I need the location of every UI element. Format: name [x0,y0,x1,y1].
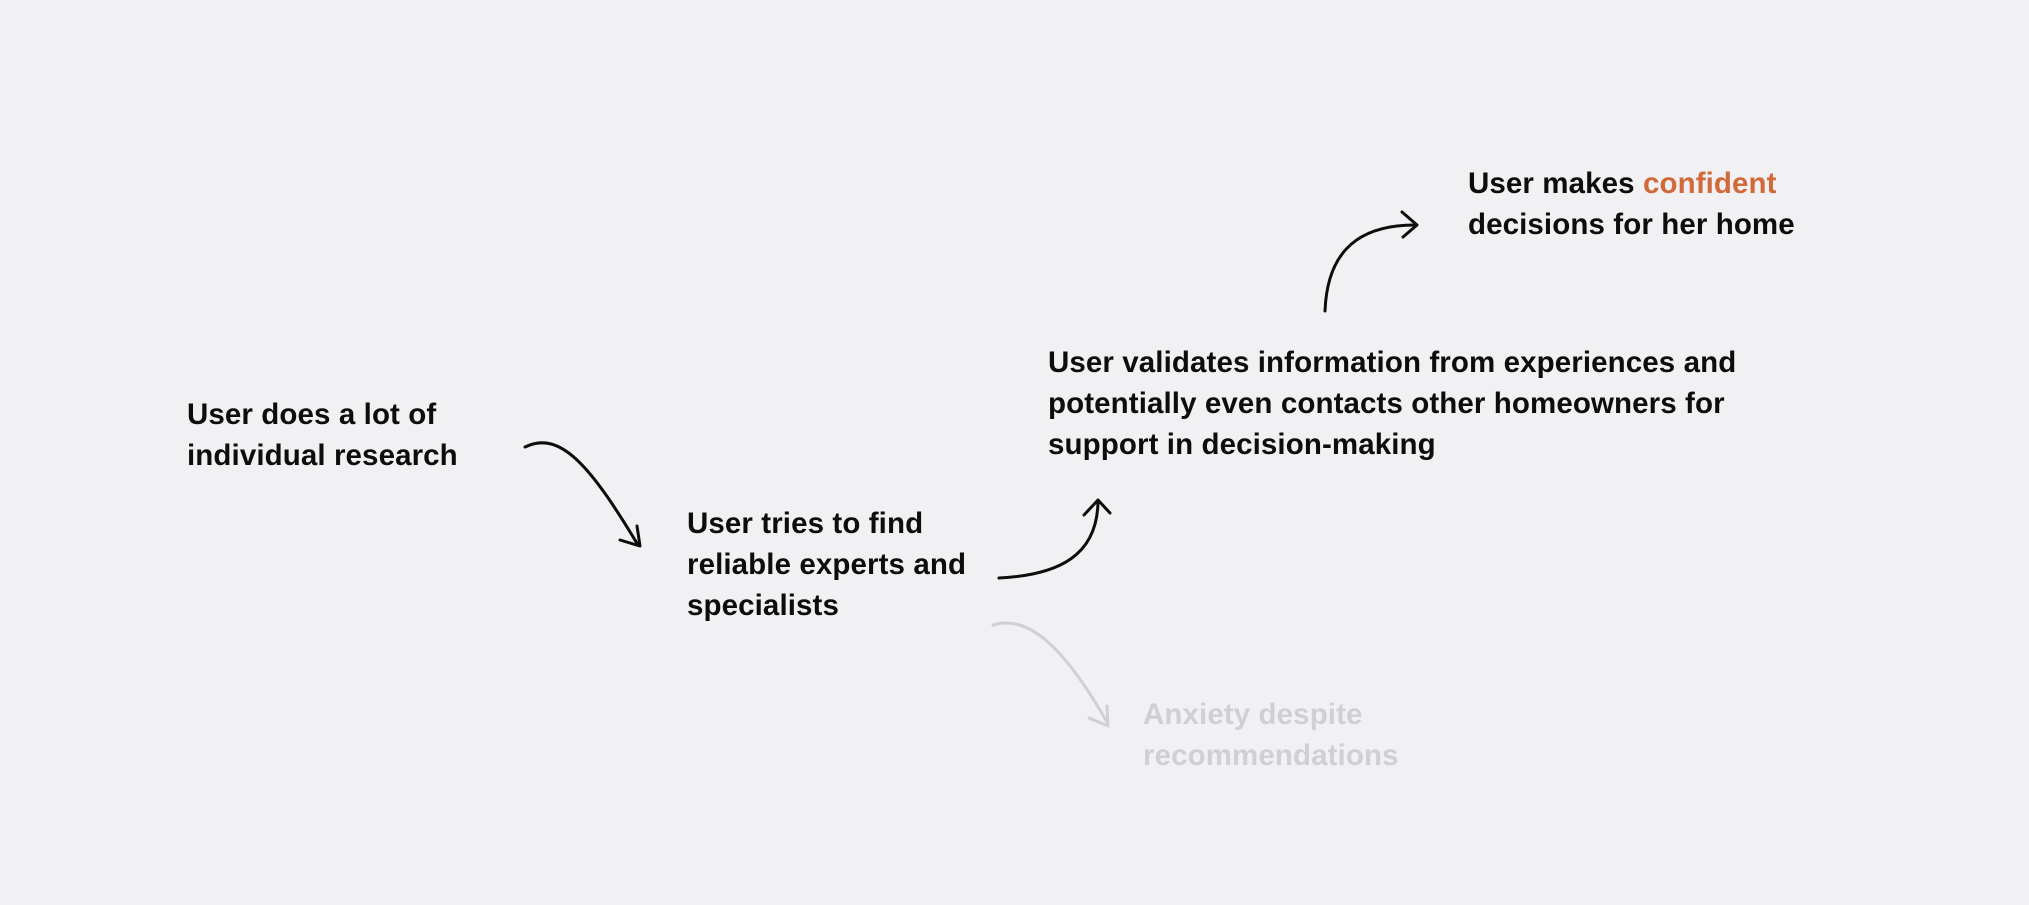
step-confident-prefix: User makes [1468,167,1643,200]
step-validate-line-2: potentially even contacts other homeowne… [1048,387,1725,420]
step-confident-line-2: decisions for her home [1468,208,1795,241]
confident-highlight: confident [1642,167,1777,200]
step-find-experts: User tries to find reliable experts and … [687,503,966,626]
step-validate-line-1: User validates information from experien… [1048,346,1737,379]
arrow-experts-to-validate [997,498,1112,580]
step-validate-information: User validates information from experien… [1048,342,1736,465]
arrow-validate-to-confident [1323,210,1419,313]
arrow-research-to-experts [523,441,642,548]
step-validate-line-3: support in decision-making [1048,428,1436,461]
step-confident-decisions: User makes confident decisions for her h… [1468,163,1795,245]
step-research-line-1: User does a lot of [187,398,437,431]
step-anxiety-line-1: Anxiety despite [1143,698,1363,731]
step-anxiety-outcome: Anxiety despite recommendations [1143,694,1399,776]
step-experts-line-2: reliable experts and [687,548,967,581]
step-experts-line-1: User tries to find [687,507,924,540]
step-confident-line-1: User makes confident [1468,163,1795,204]
step-individual-research: User does a lot of individual research [187,394,458,476]
step-research-line-2: individual research [187,439,458,472]
arrow-experts-to-anxiety [991,621,1110,728]
step-anxiety-line-2: recommendations [1143,739,1399,772]
step-experts-line-3: specialists [687,589,839,622]
